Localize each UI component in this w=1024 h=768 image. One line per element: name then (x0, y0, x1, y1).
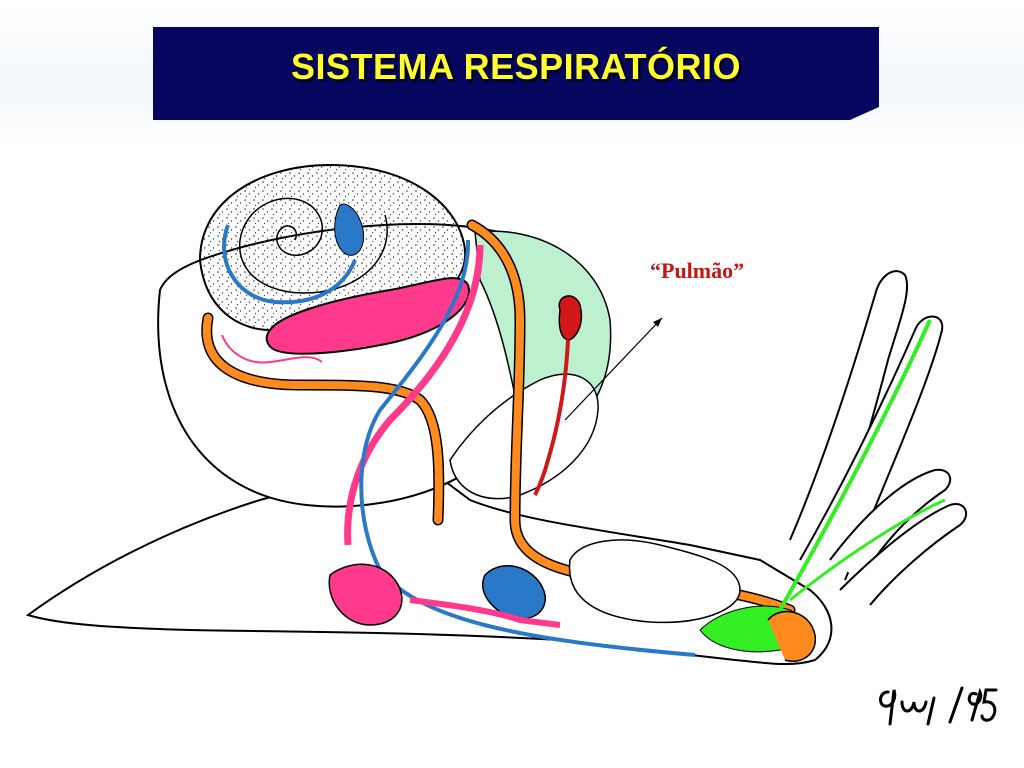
signature (872, 680, 1002, 730)
hermaphrodite-duct (344, 244, 484, 546)
title-banner: SISTEMA RESPIRATÓRIO (153, 27, 879, 120)
reproductive-organ-pink (328, 563, 403, 626)
optic-nerve (778, 319, 932, 611)
eye-stalk (799, 315, 944, 581)
convoluted-gland (568, 539, 741, 624)
albumen-gland (265, 277, 470, 355)
small-duct (221, 334, 323, 364)
tentacle-nerve (789, 498, 946, 602)
pulmonary-vessel (533, 339, 570, 496)
kidney-shape (334, 203, 364, 256)
lower-tentacle-2 (839, 503, 968, 606)
lung-pointer-arrow (564, 317, 663, 421)
heart (558, 295, 582, 341)
page-title: SISTEMA RESPIRATÓRIO (290, 45, 742, 87)
buccal-mass (767, 610, 816, 662)
signature-mark (879, 686, 998, 726)
reproductive-organ-blue (482, 565, 546, 620)
spiral-vessel (222, 224, 357, 305)
sperm-duct (359, 239, 696, 657)
label-pulmao: “Pulmão” (650, 258, 745, 283)
lower-tentacle-1 (829, 468, 952, 581)
reproductive-tube (409, 597, 561, 628)
